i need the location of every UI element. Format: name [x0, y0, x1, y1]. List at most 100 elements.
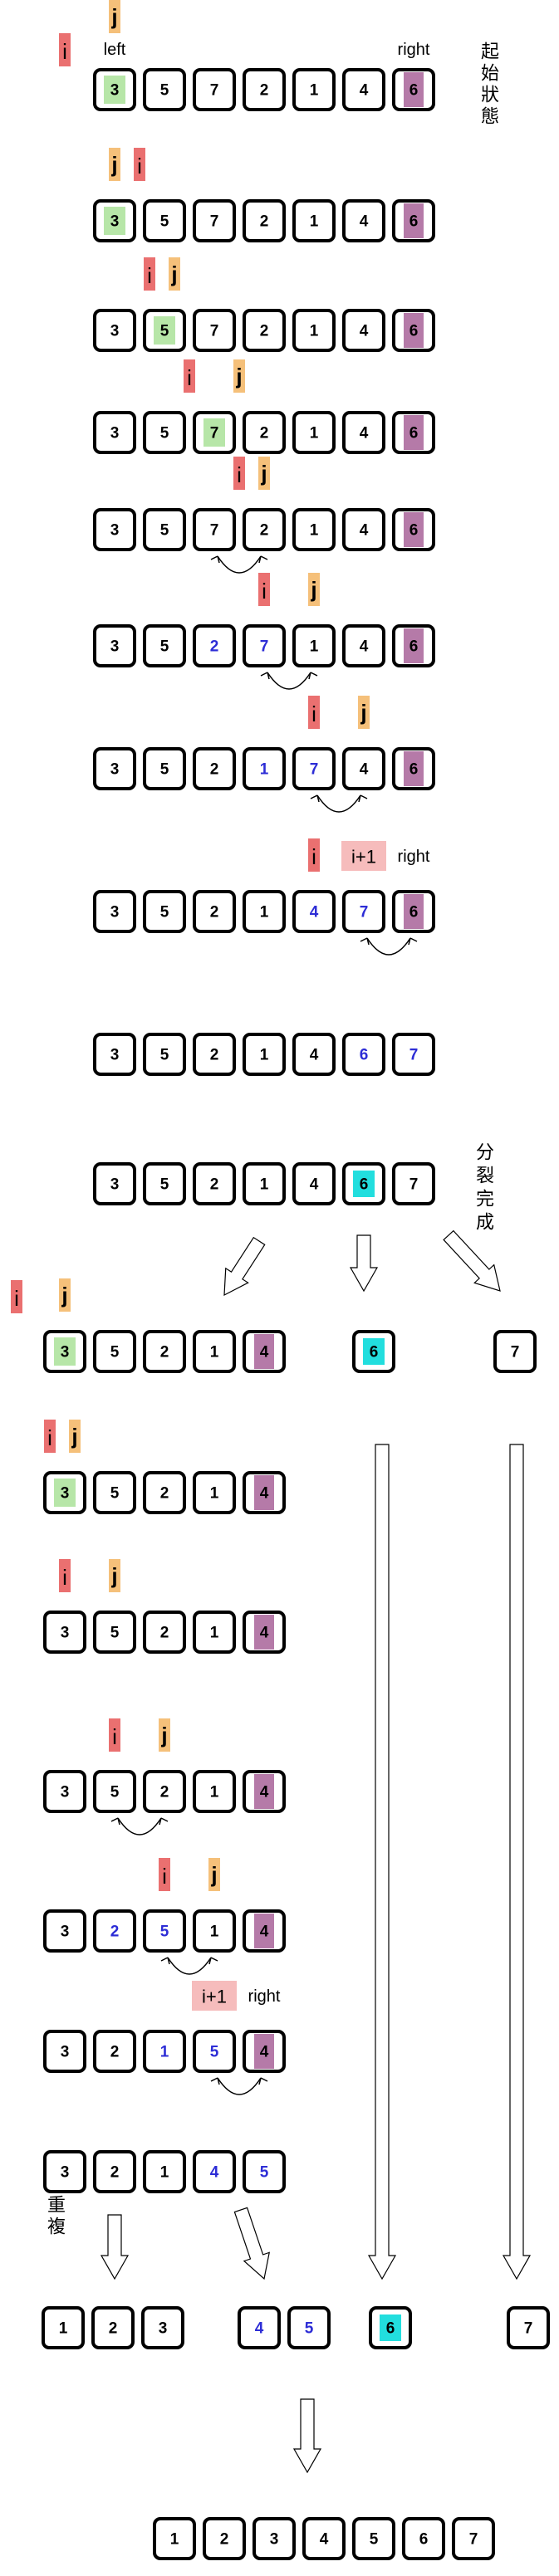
swap-arrow: [267, 672, 311, 690]
cell-value: 4: [360, 82, 369, 100]
pointer-j-bg: [208, 1858, 220, 1891]
cell-value: 7: [469, 2531, 478, 2549]
row-9-cell: 1: [243, 1162, 286, 1205]
cell-border: [93, 508, 136, 551]
split-left-cell: 3: [43, 1330, 86, 1373]
cell-highlight-purple: [404, 628, 424, 663]
row-0-cell: 4: [342, 68, 385, 111]
split-right-cell: 7: [493, 1330, 537, 1373]
swap-arrowhead: [258, 2077, 268, 2085]
cell-value: 4: [260, 1784, 269, 1801]
split-left-cell: 1: [193, 1330, 236, 1373]
pointer-j-bg: [69, 1420, 81, 1453]
cell-border: [143, 68, 186, 111]
swap-arrow: [167, 1957, 212, 1975]
cell-value: 7: [511, 1344, 520, 1361]
cell-value: 4: [255, 2320, 264, 2338]
pointer-j-label: j: [160, 1723, 167, 1747]
cell-border: [93, 1611, 136, 1654]
final-row-cell: 3: [253, 2517, 296, 2560]
cell-value: 3: [61, 1485, 70, 1503]
cell-value: 4: [310, 1047, 319, 1064]
cell-value: 5: [210, 2044, 219, 2061]
cell-value: 6: [409, 323, 419, 340]
row-7-cell: 2: [193, 890, 236, 933]
pointer-i-bg: [109, 1718, 120, 1752]
row-3-cell: 6: [392, 411, 435, 454]
pointer-i-label: i: [62, 1565, 67, 1590]
cell-border: [292, 68, 336, 111]
row-0-cell: 2: [243, 68, 286, 111]
cell-highlight-purple: [254, 1475, 274, 1510]
near-final-b-cell: 5: [287, 2306, 331, 2349]
note-initial-state: 狀: [481, 85, 499, 105]
note-repeat: 複: [47, 2217, 66, 2237]
cell-value: 3: [110, 761, 120, 779]
cell-value: 4: [360, 323, 369, 340]
cell-border: [193, 624, 236, 667]
note-partition-done: 成: [476, 1212, 494, 1233]
row-6-cell: 4: [342, 747, 385, 790]
cell-border: [243, 624, 286, 667]
cell-value: 4: [310, 904, 319, 921]
note-partition-done: 分: [476, 1142, 494, 1163]
cell-value: 2: [210, 761, 219, 779]
sub-row-5-cell: 2: [93, 2150, 136, 2193]
cell-value: 6: [419, 2531, 429, 2549]
cell-value: 2: [160, 1625, 169, 1642]
cell-highlight-green: [104, 76, 125, 104]
row-8-cell: 4: [292, 1033, 336, 1076]
near-final-a-cell: 3: [141, 2306, 184, 2349]
split-left-cell: 5: [93, 1330, 136, 1373]
pointer-j-label: j: [71, 1424, 77, 1449]
cell-value: 5: [160, 323, 169, 340]
split-middle-cell: 6: [352, 1330, 395, 1373]
cell-border: [143, 1770, 186, 1813]
cell-value: 4: [210, 2164, 219, 2182]
sub-row-5-cell: 3: [43, 2150, 86, 2193]
cell-value: 6: [409, 82, 419, 100]
cell-border: [42, 2306, 85, 2349]
swap-arrow: [217, 555, 262, 574]
cell-border: [253, 2517, 296, 2560]
cell-value: 3: [110, 522, 120, 540]
row-2-cell: 4: [342, 309, 385, 352]
near-final-a-cell: 2: [91, 2306, 135, 2349]
swap-arrowhead: [208, 1957, 218, 1965]
pointer-j-label: j: [110, 152, 117, 177]
row-4-cell: 3: [93, 508, 136, 551]
cell-value: 4: [310, 1176, 319, 1194]
cell-value: 7: [210, 82, 219, 100]
sub-row-3-cell: 4: [243, 1909, 286, 1953]
cell-value: 4: [360, 638, 369, 656]
cell-value: 4: [360, 761, 369, 779]
cell-value: 2: [210, 1047, 219, 1064]
cell-value: 3: [61, 2044, 70, 2061]
pointer-i-bg: [184, 359, 195, 393]
row-5-cell: 1: [292, 624, 336, 667]
pointer-i-bg: [59, 1559, 71, 1592]
cell-border: [452, 2517, 495, 2560]
pointer-i-bg: [308, 696, 320, 729]
row-3-cell: 2: [243, 411, 286, 454]
swap-arrow: [316, 794, 361, 813]
row-0-cell: 5: [143, 68, 186, 111]
note-partition-done: 完: [476, 1189, 494, 1210]
pointer-j-bg: [109, 0, 120, 33]
cell-highlight-purple: [254, 1774, 274, 1809]
cell-value: 2: [110, 2044, 120, 2061]
cell-value: 4: [360, 522, 369, 540]
cell-border: [243, 199, 286, 242]
swap-arrowhead: [408, 937, 418, 946]
sub-row-3-cell: 5: [143, 1909, 186, 1953]
pointer-i-label: i: [147, 263, 152, 288]
cell-highlight-purple: [254, 2034, 274, 2069]
cell-value: 2: [260, 82, 269, 100]
cell-border: [193, 1162, 236, 1205]
row-5-cell: 3: [93, 624, 136, 667]
cell-highlight-cyan: [380, 2314, 401, 2341]
cell-border: [352, 2517, 395, 2560]
pointer-j-bg: [233, 359, 245, 393]
cell-border: [143, 624, 186, 667]
cell-border: [153, 2517, 196, 2560]
